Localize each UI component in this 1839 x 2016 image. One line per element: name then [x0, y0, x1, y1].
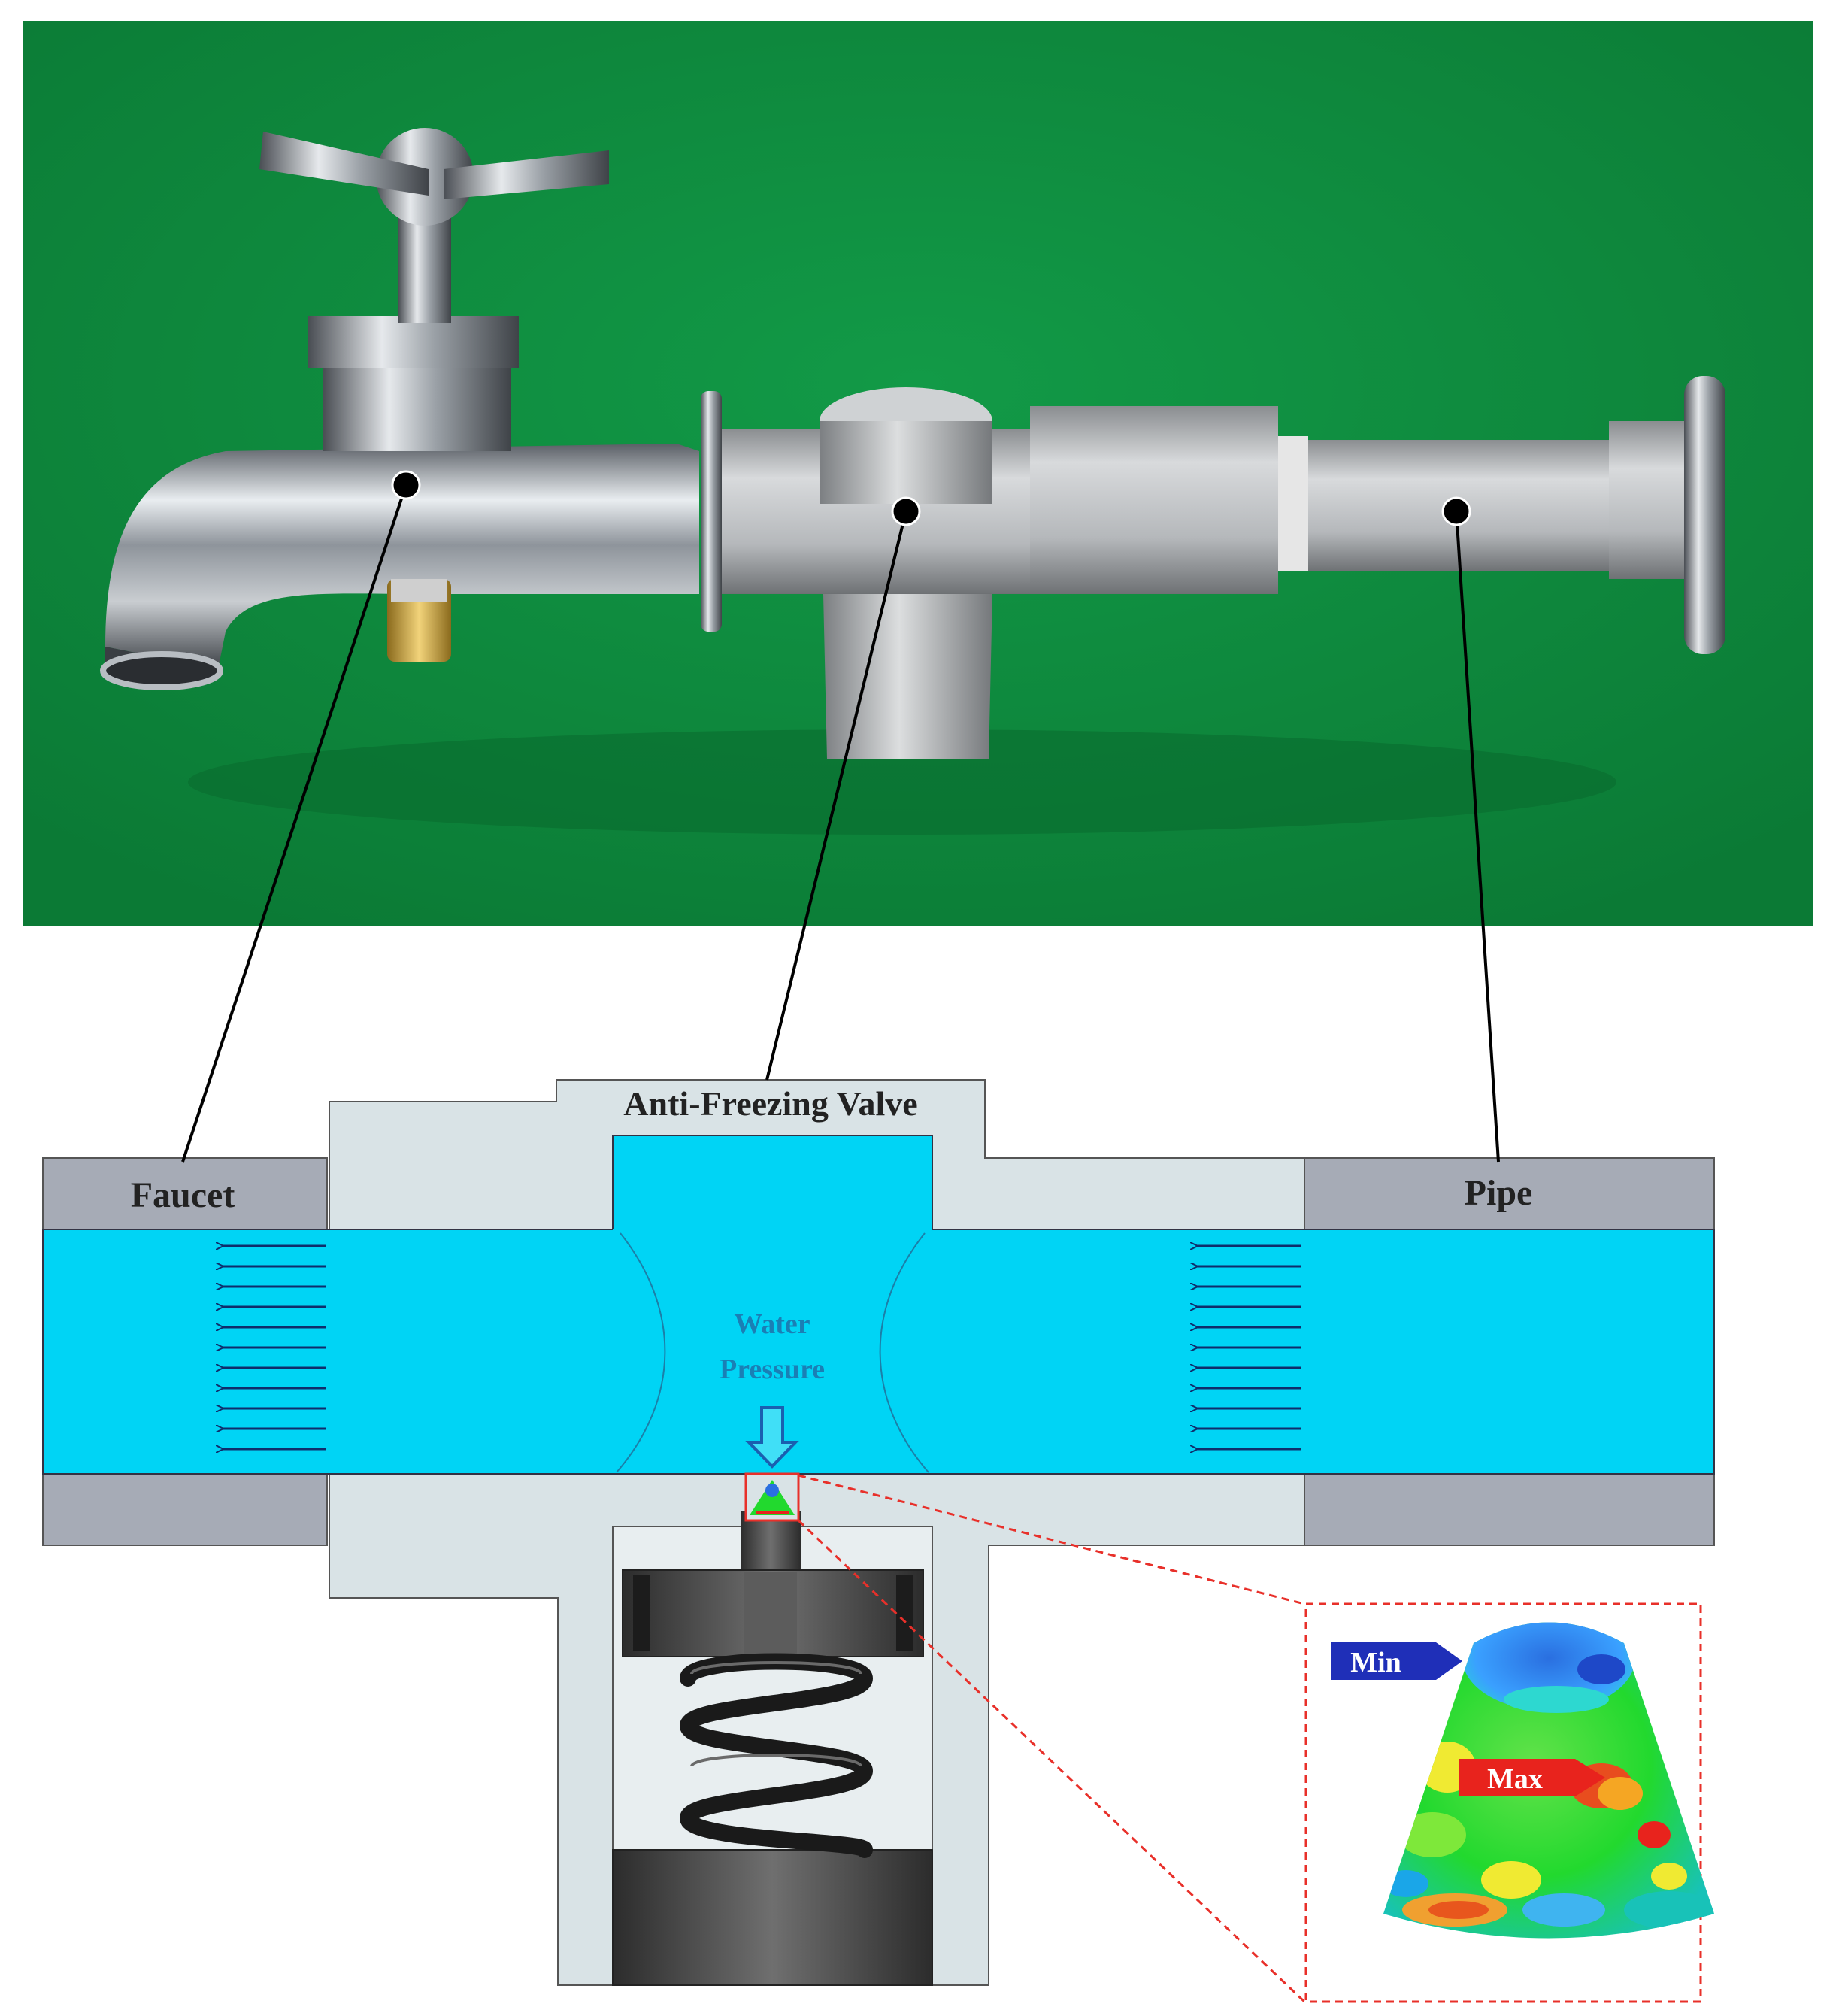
valve-water-chamber	[613, 1135, 932, 1233]
leader-dots	[391, 470, 1471, 526]
valve-cross-section: Min Max Faucet Anti-Freezing Valve Pipe …	[42, 1079, 1715, 2003]
faucet-wall-top	[42, 1157, 328, 1230]
flow-arrows-right	[1197, 1246, 1301, 1449]
zoom-callout	[797, 1474, 1702, 2003]
photo-valve	[722, 387, 1030, 759]
min-label: Min	[1350, 1647, 1401, 1678]
flow-arrows-left	[223, 1246, 326, 1449]
max-label: Max	[1487, 1763, 1543, 1795]
max-marker: Max	[1459, 1759, 1605, 1796]
min-marker: Min	[1331, 1642, 1462, 1680]
pipe-label: Pipe	[1465, 1173, 1533, 1213]
poppet-cone	[744, 1472, 800, 1522]
faucet-label: Faucet	[131, 1175, 235, 1215]
pressure-arrow-icon	[745, 1406, 799, 1469]
pipe-wall-bottom	[1304, 1473, 1715, 1546]
valve-label: Anti-Freezing Valve	[623, 1084, 917, 1123]
water-channel	[42, 1229, 1715, 1475]
photo-pipe	[1030, 376, 1725, 654]
faucet-photo	[23, 21, 1813, 926]
photo-faucet	[100, 128, 699, 690]
pipe-wall-top	[1304, 1157, 1715, 1230]
leader-lines	[181, 484, 1500, 1163]
faucet-wall-bottom	[42, 1473, 328, 1546]
water-pressure-label-line2: Pressure	[720, 1354, 825, 1385]
water-pressure-label-line1: Water	[734, 1308, 810, 1340]
